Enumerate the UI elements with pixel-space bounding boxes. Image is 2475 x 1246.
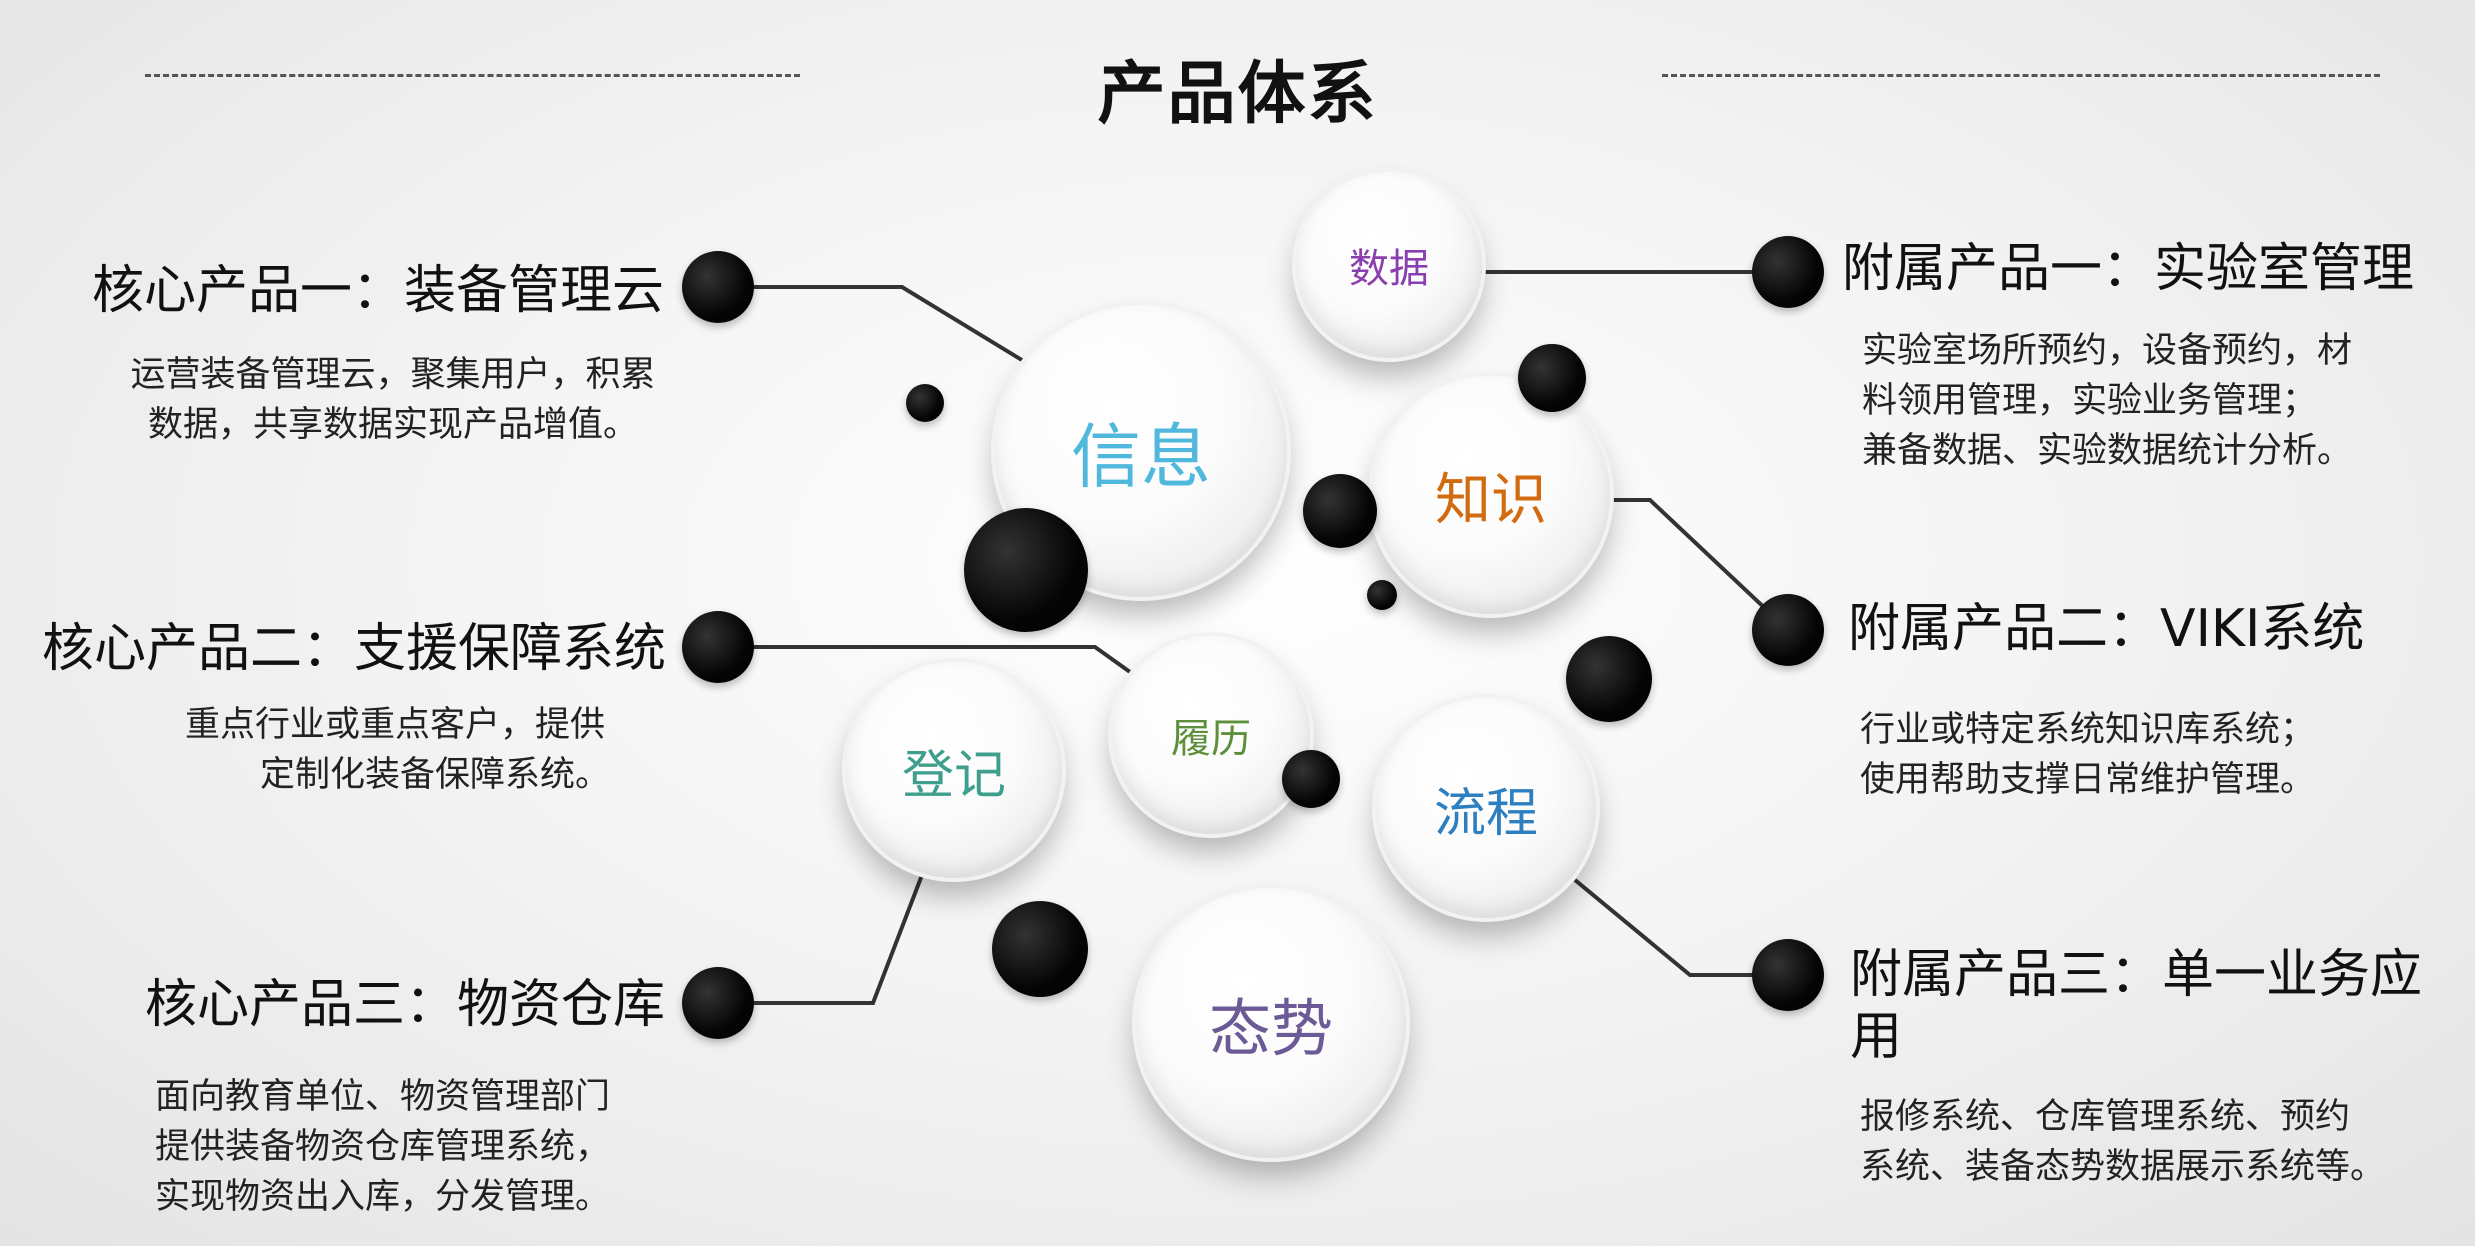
bubble-process-label: 流程 (1433, 783, 1538, 844)
dot-aux-2 (1752, 594, 1824, 666)
core-2-desc-line: 重点行业或重点客户，提供 (184, 705, 605, 745)
dot-core-2 (682, 611, 754, 683)
dot-deco-situation (992, 901, 1088, 997)
bubble-resume-label: 履历 (1171, 716, 1251, 762)
aux-1-desc-line: 料领用管理，实验业务管理； (1862, 381, 2318, 421)
connector-core-2 (718, 645, 1132, 674)
core-3-title: 核心产品三：物资仓库 (145, 975, 666, 1035)
dot-deco-tiny (1367, 580, 1397, 610)
core-3-desc-line: 面向教育单位、物资管理部门 (155, 1077, 611, 1117)
bubble-resume: 履历 (1112, 636, 1310, 834)
bubble-knowledge-label: 知识 (1435, 467, 1547, 533)
core-1-desc: 运营装备管理云，聚集用户，积累 数据，共享数据实现产品增值。 (108, 350, 678, 450)
aux-2-desc-line: 行业或特定系统知识库系统； (1860, 710, 2316, 750)
bubble-data-label: 数据 (1349, 246, 1429, 292)
core-3-desc: 面向教育单位、物资管理部门 提供装备物资仓库管理系统， 实现物资出入库，分发管理… (155, 1072, 610, 1222)
page-title: 产品体系 (1097, 55, 1378, 134)
dot-deco-knowledge (1518, 344, 1586, 412)
bubble-info: 信息 (995, 305, 1287, 597)
aux-3-desc-line: 系统、装备态势数据展示系统等。 (1860, 1147, 2386, 1187)
dot-deco-resume (1282, 750, 1340, 808)
dot-core-1 (682, 251, 754, 323)
bubble-knowledge: 知识 (1372, 376, 1610, 614)
core-1-desc-line: 运营装备管理云，聚集用户，积累 (130, 355, 656, 395)
core-3-desc-line: 提供装备物资仓库管理系统， (155, 1127, 611, 1167)
core-1-desc-line: 数据，共享数据实现产品增值。 (147, 405, 638, 445)
bubble-process: 流程 (1376, 698, 1596, 918)
connector-core-1 (718, 285, 1032, 367)
title-right-dash (1662, 74, 2380, 77)
core-3-desc-line: 实现物资出入库，分发管理。 (155, 1177, 611, 1217)
bubble-data: 数据 (1296, 172, 1482, 358)
dot-deco-mid (1303, 474, 1377, 548)
aux-1-desc: 实验室场所预约，设备预约，材 料领用管理，实验业务管理； 兼备数据、实验数据统计… (1862, 326, 2352, 476)
aux-2-desc-line: 使用帮助支撑日常维护管理。 (1860, 760, 2316, 800)
aux-2-title: 附属产品二：VIKI系统 (1848, 599, 2365, 659)
connector-aux-2 (1610, 498, 1790, 632)
title-left-dash (145, 74, 800, 77)
core-2-title: 核心产品二：支援保障系统 (42, 619, 667, 679)
bubble-info-label: 信息 (1071, 415, 1211, 498)
aux-2-desc: 行业或特定系统知识库系统； 使用帮助支撑日常维护管理。 (1860, 705, 2315, 805)
aux-3-desc-line: 报修系统、仓库管理系统、预约 (1860, 1097, 2351, 1137)
dot-deco-process (1566, 636, 1652, 722)
aux-3-title: 附属产品三：单一业务应 用 (1850, 944, 2422, 1068)
dot-aux-1 (1752, 236, 1824, 308)
aux-3-title-line: 附属产品三：单一业务应 (1850, 945, 2423, 1005)
aux-1-desc-line: 实验室场所预约，设备预约，材 (1862, 331, 2353, 371)
dot-deco-large (964, 508, 1088, 632)
dot-core-3 (682, 967, 754, 1039)
dot-aux-3 (1752, 939, 1824, 1011)
connector-core-3 (718, 874, 924, 1005)
bubble-register: 登记 (846, 662, 1062, 878)
core-1-title: 核心产品一：装备管理云 (92, 261, 665, 321)
core-2-desc: 重点行业或重点客户，提供 定制化装备保障系统。 (160, 700, 630, 800)
aux-1-title: 附属产品一：实验室管理 (1842, 239, 2415, 299)
core-2-desc-line: 定制化装备保障系统。 (259, 755, 610, 795)
bubble-situation-label: 态势 (1208, 992, 1333, 1065)
bubble-register-label: 登记 (901, 745, 1006, 806)
aux-3-title-line: 用 (1850, 1007, 1903, 1067)
aux-3-desc: 报修系统、仓库管理系统、预约 系统、装备态势数据展示系统等。 (1860, 1092, 2385, 1192)
aux-1-desc-line: 兼备数据、实验数据统计分析。 (1862, 431, 2353, 471)
dot-deco-small-1 (906, 384, 944, 422)
bubble-situation: 态势 (1136, 888, 1406, 1158)
